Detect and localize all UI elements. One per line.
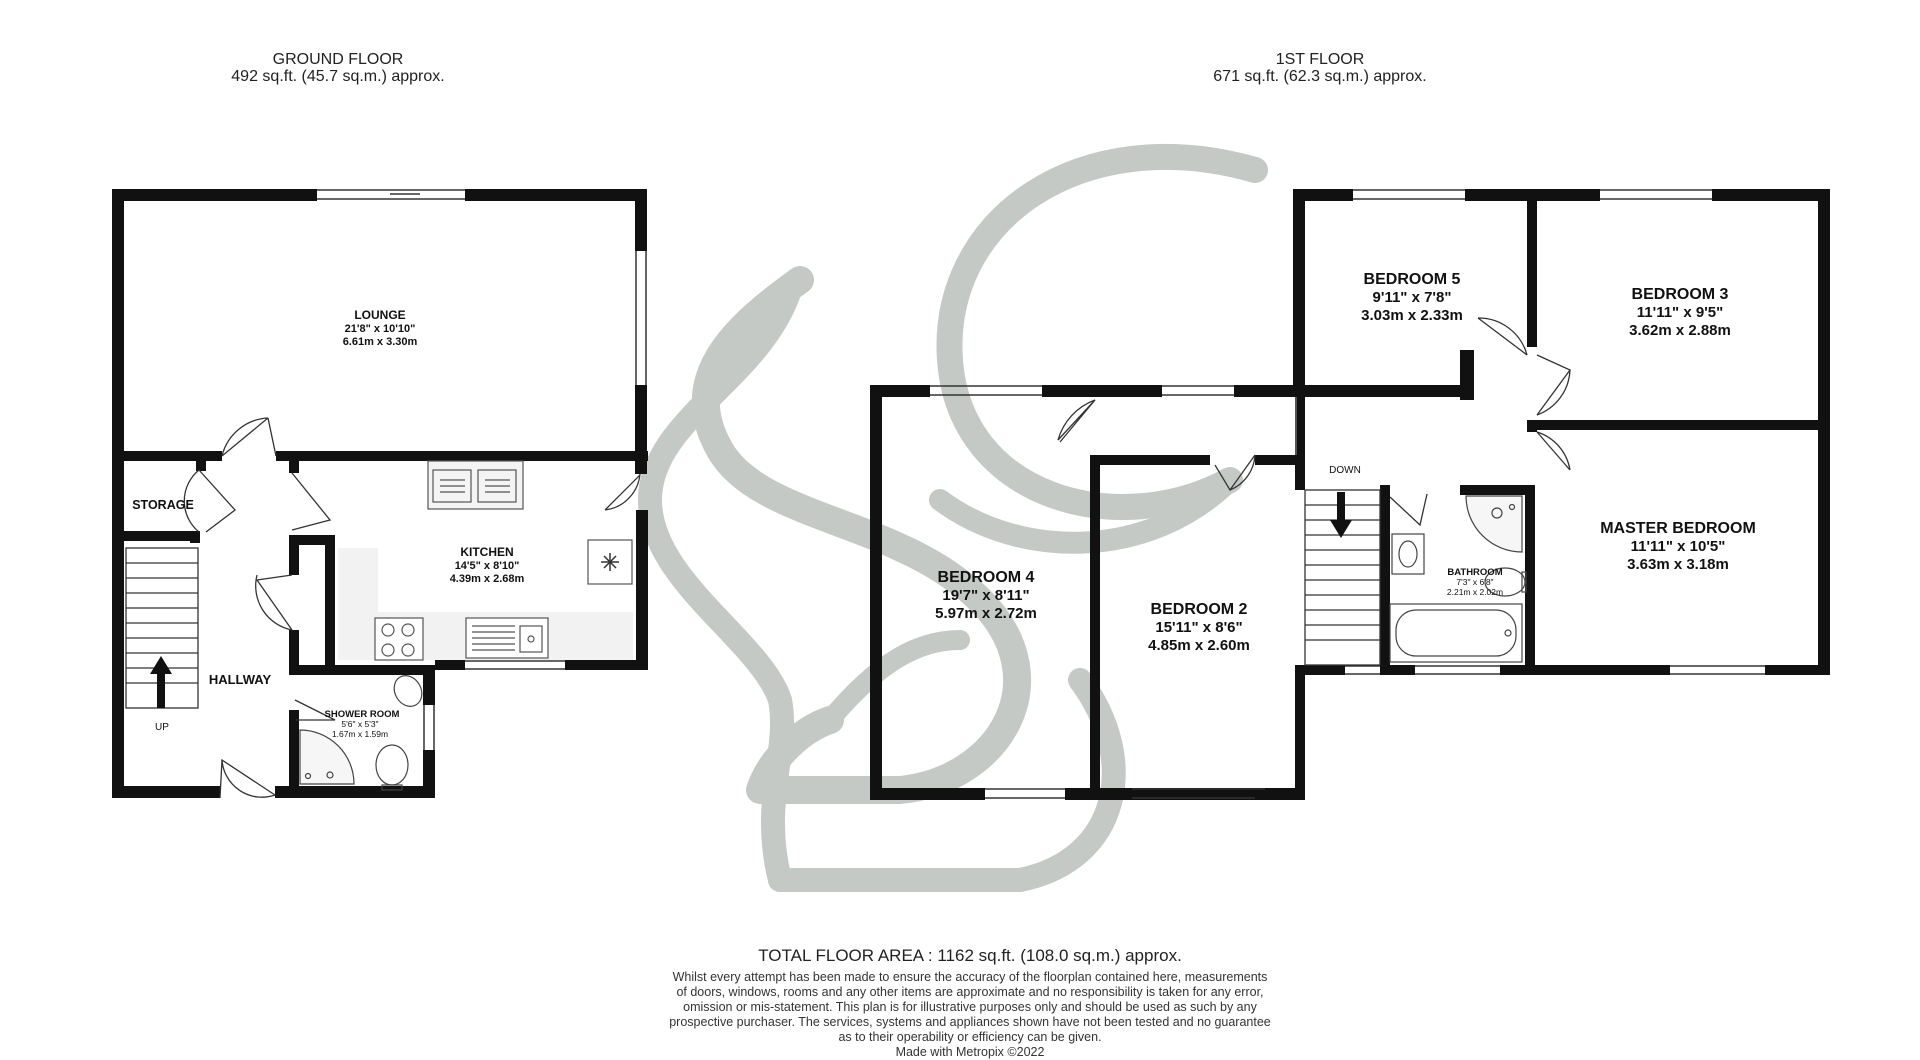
first-floor-doors [1057, 317, 1571, 527]
bedroom2-metric: 4.85m x 2.60m [1148, 637, 1250, 654]
disclaimer-line: as to their operability or efficiency ca… [838, 1030, 1102, 1044]
bedroom2-name: BEDROOM 2 [1151, 601, 1248, 618]
ground-doors [183, 417, 641, 799]
bedroom4-metric: 5.97m x 2.72m [935, 605, 1037, 622]
hallway-name: HALLWAY [209, 672, 272, 687]
first-floor-heading: 1ST FLOOR 671 sq.ft. (62.3 sq.m.) approx… [1170, 51, 1470, 85]
master-bedroom-name: MASTER BEDROOM [1600, 520, 1756, 537]
lounge-metric: 6.61m x 3.30m [343, 336, 418, 348]
first-floor-windows [930, 189, 1765, 799]
watermark-logo [638, 143, 1268, 892]
ground-stairs-label: UP [155, 722, 169, 733]
bedroom4-imperial: 19'7" x 8'11" [942, 587, 1029, 604]
lounge-name: LOUNGE [354, 308, 405, 322]
room-labels: LOUNGE 21'8" x 10'10" 6.61m x 3.30m STOR… [132, 271, 1756, 739]
total-area-text: TOTAL FLOOR AREA : 1162 sq.ft. (108.0 sq… [758, 946, 1182, 965]
bathroom-name: BATHROOM [1447, 567, 1502, 578]
storage-name: STORAGE [132, 498, 194, 512]
bedroom5-name: BEDROOM 5 [1364, 271, 1461, 288]
first-floor-title: 1ST FLOOR [1275, 51, 1365, 68]
disclaimer-line: of doors, windows, rooms and any other i… [676, 985, 1264, 999]
bedroom2-imperial: 15'11" x 8'6" [1155, 619, 1242, 636]
bathroom-metric: 2.21m x 2.02m [1447, 587, 1503, 597]
bathroom-imperial: 7'3" x 6'8" [1456, 577, 1493, 587]
bedroom5-imperial: 9'11" x 7'8" [1373, 289, 1452, 306]
lounge-imperial: 21'8" x 10'10" [345, 323, 416, 335]
bedroom4-name: BEDROOM 4 [938, 569, 1035, 586]
kitchen-window [423, 660, 565, 750]
up-arrow-icon [150, 656, 172, 708]
first-floor-area: 671 sq.ft. (62.3 sq.m.) approx. [1213, 68, 1427, 85]
ground-floor-title: GROUND FLOOR [272, 51, 404, 68]
kitchen-imperial: 14'5" x 8'10" [455, 560, 520, 572]
first-floor-plan [870, 189, 1830, 800]
master-bedroom-imperial: 11'11" x 10'5" [1631, 538, 1726, 555]
bedroom3-imperial: 11'11" x 9'5" [1637, 304, 1723, 321]
first-floor-walls [870, 189, 1830, 800]
shower-room-metric: 1.67m x 1.59m [332, 729, 388, 739]
bedroom3-metric: 3.62m x 2.88m [1629, 322, 1731, 339]
lounge-walls [112, 189, 648, 474]
credit-line: Made with Metropix ©2022 [895, 1045, 1045, 1059]
disclaimer-line: omission or mis-statement. This plan is … [683, 1000, 1257, 1014]
disclaimer-line: prospective purchaser. The services, sys… [669, 1015, 1271, 1029]
ground-floor-plan [112, 189, 648, 799]
kitchen-fixtures [338, 460, 633, 661]
kitchen-name: KITCHEN [460, 545, 513, 559]
disclaimer-line: Whilst every attempt has been made to en… [672, 970, 1268, 984]
shower-room-fixtures [299, 675, 423, 791]
shower-room-name: SHOWER ROOM [325, 709, 400, 720]
down-arrow-icon [1330, 492, 1352, 538]
first-stairs-label: DOWN [1329, 465, 1361, 476]
bathroom-fixtures [1389, 495, 1527, 663]
lounge-windows [317, 189, 647, 385]
hallway-walls [112, 451, 435, 798]
kitchen-metric: 4.39m x 2.68m [450, 573, 525, 585]
bedroom3-name: BEDROOM 3 [1632, 286, 1729, 303]
ground-floor-heading: GROUND FLOOR 492 sq.ft. (45.7 sq.m.) app… [188, 51, 488, 85]
ground-floor-area: 492 sq.ft. (45.7 sq.m.) approx. [231, 68, 445, 85]
total-floor-area: TOTAL FLOOR AREA : 1162 sq.ft. (108.0 sq… [560, 946, 1380, 966]
disclaimer: Whilst every attempt has been made to en… [560, 970, 1380, 1060]
bedroom5-metric: 3.03m x 2.33m [1361, 307, 1463, 324]
shower-room-imperial: 5'6" x 5'3" [341, 719, 378, 729]
master-bedroom-metric: 3.63m x 3.18m [1627, 556, 1729, 573]
snowflake-icon [601, 553, 619, 571]
kitchen-walls [325, 510, 648, 670]
